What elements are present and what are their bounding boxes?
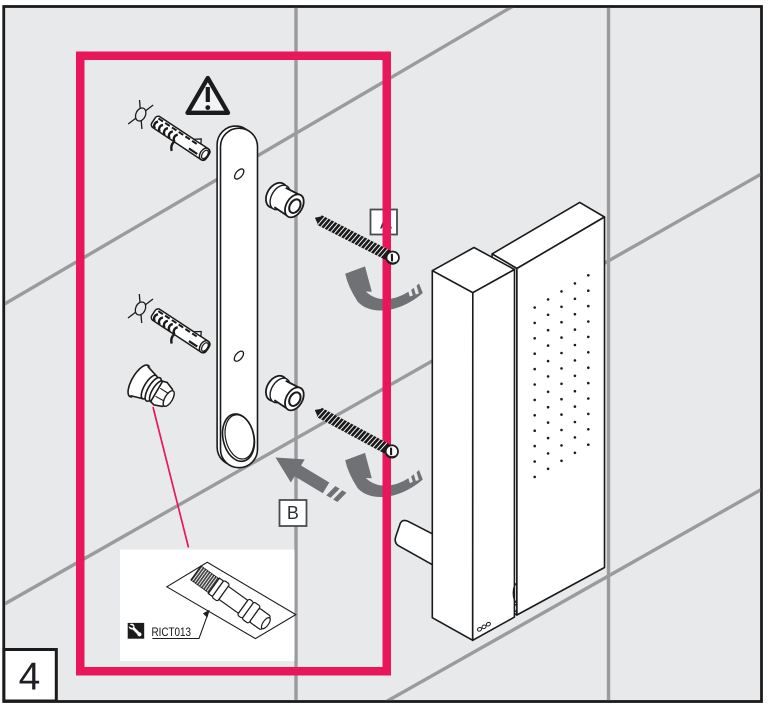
svg-text:B: B bbox=[287, 503, 299, 523]
svg-text:RICT013: RICT013 bbox=[152, 625, 192, 639]
svg-text:4: 4 bbox=[19, 655, 41, 698]
